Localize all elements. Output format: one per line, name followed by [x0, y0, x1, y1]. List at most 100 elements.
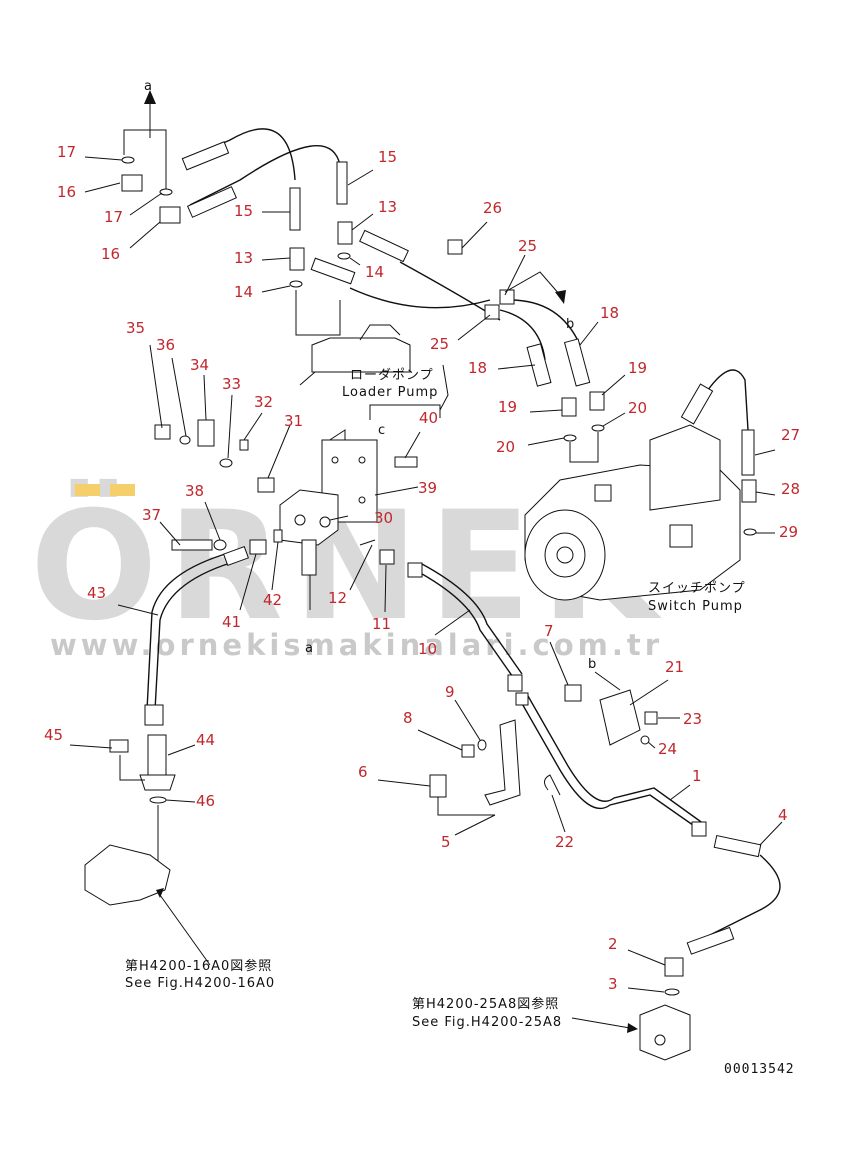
line-to-loader-pump: [295, 290, 341, 336]
tee-13-left: [289, 247, 305, 271]
leader-41: [239, 553, 257, 611]
leader-16-bottom: [129, 221, 161, 249]
callout-4: 4: [778, 806, 788, 824]
flange-pipe-44: [147, 734, 167, 781]
loader-pump-jp: ローダポンプ: [350, 368, 434, 383]
hose-4-line: [699, 854, 781, 941]
callout-17: 17: [57, 143, 76, 161]
clip-22: [544, 774, 561, 796]
watermark-dot-left: [75, 484, 100, 496]
hose-10-line-2: [421, 563, 523, 675]
leader-37: [159, 521, 181, 546]
hose-18-right-line: [509, 299, 581, 346]
bolt-37: [171, 539, 213, 551]
hose-end-1: [181, 141, 230, 171]
loader-pump-top: [359, 324, 401, 341]
watermark-url: www.ornekismakinalari.com.tr: [50, 628, 663, 662]
elbow-2: [664, 957, 684, 977]
bolt-6: [429, 774, 447, 798]
callout-23: 23: [683, 710, 702, 728]
callout-37: 37: [142, 506, 161, 524]
center-assembly: c a: [154, 364, 449, 656]
leader-25-left: [457, 314, 491, 341]
leader-42: [271, 541, 279, 591]
callout-25b: 25: [430, 335, 449, 353]
callout-1: 1: [692, 767, 702, 785]
conn-a-top: a: [144, 79, 153, 94]
part-31: [257, 477, 275, 493]
part-12: [359, 539, 376, 546]
bracket-a: [123, 129, 167, 190]
callout-38: 38: [185, 482, 204, 500]
callout-6: 6: [358, 763, 368, 781]
leader-25-right: [504, 254, 526, 296]
tube-1-line-2: [527, 695, 705, 825]
leader-32: [243, 412, 263, 441]
callout-18b: 18: [600, 304, 619, 322]
oring-14-left: [289, 280, 303, 288]
tee-13-right: [337, 221, 353, 245]
fitting-42: [273, 529, 283, 543]
leader-13-right: [351, 213, 374, 231]
callout-21: 21: [665, 658, 684, 676]
leader-18-right: [579, 321, 599, 346]
callout-19: 19: [498, 398, 517, 416]
ref2-jp: 第H4200-25A8図参照: [412, 996, 559, 1012]
flange-44: [139, 774, 176, 791]
callout-13: 13: [234, 249, 253, 267]
leader-27: [754, 449, 776, 456]
tee-25-left: [484, 304, 500, 320]
callout-5: 5: [441, 833, 451, 851]
hose-43-line: [154, 559, 241, 711]
hose-4-end-top: [713, 834, 762, 858]
leader-14-left: [261, 285, 291, 293]
hose-end-15-right: [336, 161, 348, 205]
leader-20-left: [527, 437, 565, 446]
part-32: [239, 439, 249, 451]
oring-20-right: [591, 424, 605, 432]
callout-13b: 13: [378, 198, 397, 216]
callout-29: 29: [779, 523, 798, 541]
conn-a-bottom: a: [305, 641, 314, 656]
leader-46: [165, 799, 196, 803]
tube-1-start: [515, 692, 529, 706]
part-35: [154, 424, 171, 440]
tube-1-line: [519, 699, 701, 831]
hose-upper-1: [184, 128, 296, 181]
callout-31: 31: [284, 412, 303, 430]
oring-17-bottom: [159, 188, 173, 196]
callout-10: 10: [418, 640, 437, 658]
bracket-hole-2: [358, 456, 366, 464]
leader-43: [117, 604, 159, 616]
callout-35: 35: [126, 319, 145, 337]
ref1-en: See Fig.H4200-16A0: [125, 976, 275, 991]
callout-16: 16: [57, 183, 76, 201]
elbow-19-left: [561, 397, 577, 417]
leader-12: [349, 544, 373, 591]
pump-port-top: [594, 484, 612, 502]
callout-8: 8: [403, 709, 413, 727]
fitting-28: [741, 479, 757, 503]
callout-33: 33: [222, 375, 241, 393]
oring-3: [664, 988, 680, 996]
arrow-b-head: [555, 290, 566, 304]
callout-39: 39: [418, 479, 437, 497]
callout-26: 26: [483, 199, 502, 217]
fitting-41: [249, 539, 267, 555]
leader-44: [167, 744, 196, 756]
nut-23: [644, 711, 658, 725]
leader-31: [267, 424, 291, 479]
washer-9: [477, 739, 487, 751]
block-stem: [301, 539, 317, 576]
leader-18-left: [497, 364, 536, 370]
callout-20: 20: [496, 438, 515, 456]
bracket-39-plate: [321, 439, 378, 523]
part-33: [219, 458, 233, 468]
bracket-hole-1: [331, 456, 339, 464]
leader-2: [627, 949, 666, 966]
leader-39: [374, 486, 419, 496]
oring-20-left: [563, 434, 577, 442]
hose-18-left: [526, 343, 552, 387]
arrow-b-line: [504, 271, 561, 296]
hose-27-end-left: [680, 383, 714, 425]
